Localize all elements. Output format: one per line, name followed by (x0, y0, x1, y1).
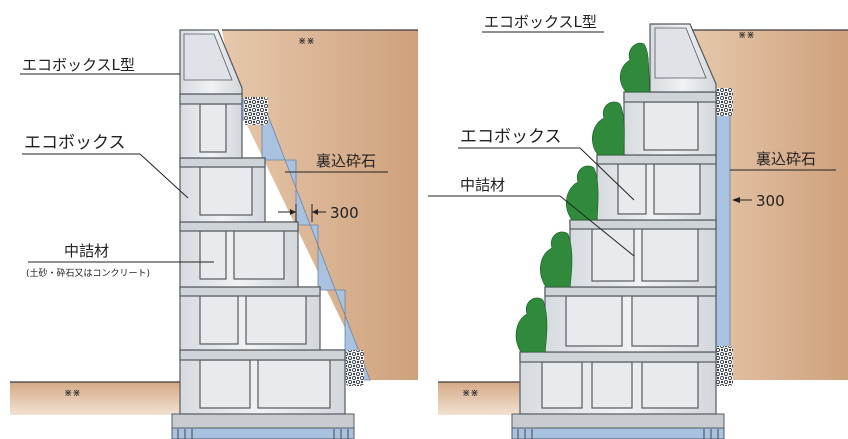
right-panel: ⋇⋇ ⋇⋇ エコボックスL型 エコボックス 中詰材 裏込砕石 300 (428, 13, 848, 439)
ecobox-block (179, 349, 346, 415)
ground-hatch-icon: ⋇⋇ (462, 388, 479, 399)
retained-soil (690, 30, 848, 380)
foundation (171, 413, 355, 429)
gravel-icon (713, 346, 733, 386)
ecobox-block (179, 157, 266, 223)
plant-icon (619, 42, 651, 93)
plant-icon (515, 297, 548, 353)
label-l-type: エコボックスL型 (484, 13, 597, 31)
foundation (511, 413, 725, 429)
plant-icon (592, 101, 625, 156)
foundation-base (511, 427, 725, 439)
ecobox-block (623, 91, 717, 156)
front-ground (10, 382, 180, 415)
gravel-icon (346, 350, 364, 386)
label-fill-note: (土砂・砕石又はコンクリート) (26, 267, 150, 279)
label-dimension: 300 (330, 204, 359, 222)
ecobox-block (596, 154, 717, 221)
foundation-base (171, 427, 355, 439)
label-backfill: 裏込砕石 (756, 150, 816, 168)
label-ecobox: エコボックス (24, 133, 126, 153)
retained-soil (222, 30, 418, 380)
ecobox-block (179, 93, 243, 159)
ecobox-block (519, 351, 717, 415)
ecobox-block (179, 221, 299, 288)
gravel-icon (713, 88, 733, 116)
ground-hatch-icon: ⋇⋇ (298, 36, 315, 47)
gravel-icon (244, 97, 268, 125)
label-l-type: エコボックスL型 (22, 56, 135, 74)
label-fill: 中詰材 (64, 242, 109, 260)
ecobox-block (179, 286, 321, 351)
ground-hatch-icon: ⋇⋇ (738, 30, 755, 41)
label-fill: 中詰材 (460, 176, 505, 194)
ecobox-block (569, 219, 717, 288)
ecobox-block (544, 286, 717, 353)
front-ground (438, 382, 520, 415)
plant-icon (566, 165, 599, 221)
label-ecobox: エコボックス (460, 127, 562, 147)
label-dimension: 300 (756, 192, 785, 210)
left-panel: ⋇⋇ ⋇⋇ エコボックスL型 エコボックス 裏込砕石 300 中詰材 (土砂・砕… (10, 29, 418, 439)
backfill-gravel (715, 89, 731, 383)
ground-hatch-icon: ⋇⋇ (64, 388, 81, 399)
label-backfill: 裏込砕石 (316, 152, 376, 170)
plant-icon (540, 231, 573, 288)
